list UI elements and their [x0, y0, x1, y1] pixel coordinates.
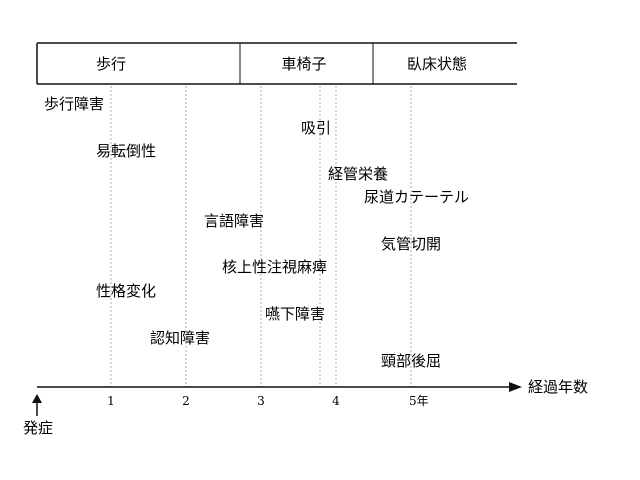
item-fall-tendency: 易転倒性: [96, 142, 156, 160]
onset-label: 発症: [23, 419, 53, 437]
item-walking-disorder: 歩行障害: [44, 95, 104, 113]
item-neck-retroflexion: 頸部後屈: [381, 352, 441, 370]
stage-label-bedridden: 臥床状態: [407, 55, 467, 73]
item-aspiration: 吸引: [301, 119, 331, 137]
item-dysphagia: 嚥下障害: [265, 305, 325, 323]
tick-label-4: 4: [332, 394, 340, 408]
item-speech-disorder: 言語障害: [204, 212, 264, 230]
tick-label-3: 3: [257, 394, 265, 408]
item-tracheotomy: 気管切開: [381, 235, 441, 253]
item-tube-feeding: 経管栄養: [328, 165, 388, 183]
time-axis-arrowhead: [509, 382, 522, 392]
tick-label-5: 5年: [409, 394, 429, 408]
stage-label-wheelchair: 車椅子: [281, 55, 326, 73]
item-supranuclear-gaze-palsy: 核上性注視麻痺: [222, 258, 327, 276]
tick-label-1: 1: [107, 394, 115, 408]
item-urinary-catheter: 尿道カテーテル: [364, 188, 469, 206]
onset-arrow-icon: [32, 394, 42, 403]
tick-label-2: 2: [182, 394, 190, 408]
stage-label-walking: 歩行: [96, 55, 126, 73]
item-personality-change: 性格変化: [96, 282, 156, 300]
time-axis-label: 経過年数: [528, 378, 588, 396]
item-cognitive-impairment: 認知障害: [150, 329, 210, 347]
